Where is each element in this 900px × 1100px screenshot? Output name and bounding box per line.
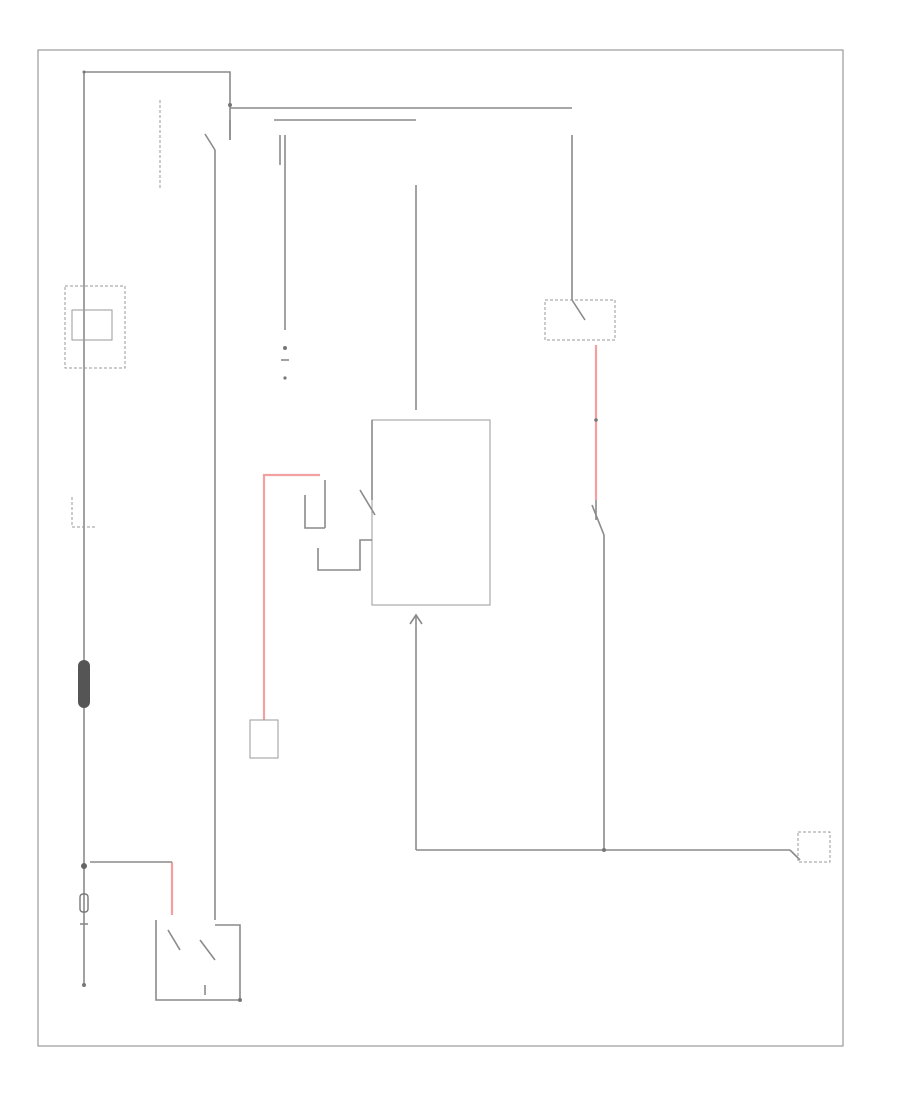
ignition-fuse-branch — [274, 119, 416, 380]
engine-room-fuse-block — [64, 285, 126, 369]
main-fusible-link — [78, 660, 90, 708]
clutch-start-switch — [249, 719, 279, 759]
ground-bus — [416, 831, 831, 863]
diagram-frame — [37, 49, 844, 1047]
starter-relay — [304, 185, 491, 850]
battery-icon — [79, 863, 89, 925]
neutral-switch — [544, 299, 616, 341]
clutch-start-switch-circuit — [249, 473, 320, 759]
ignition-switch — [159, 100, 572, 920]
battery-feed-circuit — [64, 70, 231, 987]
starter-relay-box — [371, 419, 491, 606]
neutral-switch-circuit — [544, 135, 616, 850]
starter — [90, 861, 242, 1002]
